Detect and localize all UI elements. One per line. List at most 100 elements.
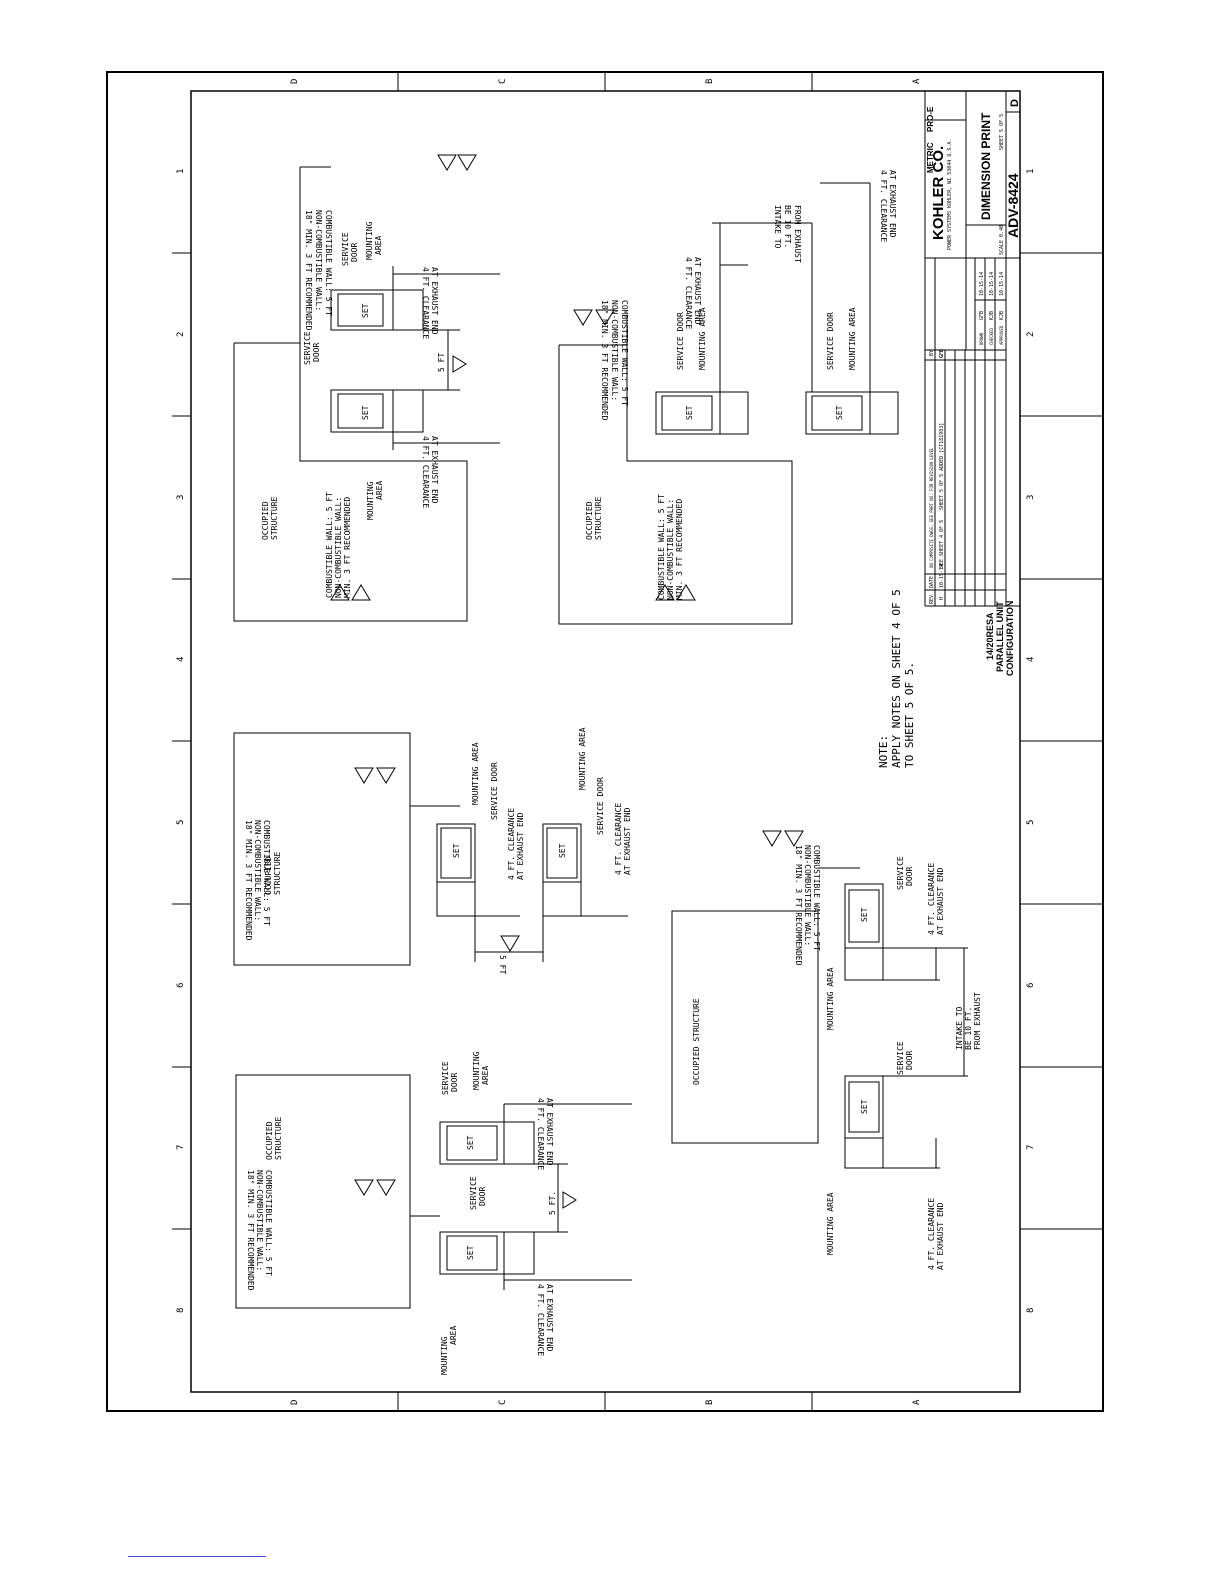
set-label: SET [685, 405, 694, 420]
wall-note: COMBUSTIBLE WALL: 5 FT [262, 820, 271, 926]
intake-note: BE 10 FT. [783, 205, 792, 248]
intake-note: FROM EXHAUST [793, 205, 802, 263]
set-label: SET [361, 405, 370, 420]
clearance-note: AT EXHAUST END [693, 257, 702, 325]
service-door-label: SERVICE DOOR [676, 312, 685, 370]
generator-set [330, 289, 424, 331]
approval-cell: 10-15-14 [979, 272, 985, 296]
wall-note: NON-COMBUSTIBLE WALL: [610, 300, 619, 401]
rev-cell: GFB [939, 349, 945, 358]
diagram-b [558, 182, 899, 625]
area-label: AREA [449, 1326, 458, 1345]
occupied-structure-label: OCCUPIED STRUCTURE [692, 998, 701, 1085]
rev-header: ON COMPOSITE DWGS. SEE PART NO. FOR REVI… [929, 447, 934, 568]
company-logo: KOHLER CO. [930, 146, 947, 240]
diagram-a [233, 166, 500, 622]
set-label: SET [860, 907, 869, 922]
set-label: SET [466, 1135, 475, 1150]
wall-note: NON-COMBUSTIBLE WALL: [314, 210, 323, 311]
revision-triangles [330, 154, 804, 1209]
zone-number-right: 8 [1026, 1308, 1036, 1313]
drawing-title: DIMENSION PRINT [979, 112, 993, 220]
area-label: AREA [481, 1066, 490, 1085]
clearance-note: 4 FT. CLEARANCE [927, 1198, 936, 1270]
approval-cell: KJB [999, 311, 1005, 320]
description-line: 14/20RESA [985, 612, 995, 660]
zone-letter-top: B [705, 79, 715, 84]
note-line: TO SHEET 5 OF 5. [903, 662, 916, 768]
mounting-area-label: MOUNTING AREA [578, 727, 587, 790]
rev-header: REV [929, 595, 935, 604]
approval-cell: DRAWN [979, 332, 984, 345]
mounting-label: MOUNTING [366, 481, 375, 520]
mounting-area-label: MOUNTING AREA [698, 307, 707, 370]
service-label: SERVICE [469, 1176, 478, 1210]
occupied-label: OCCUPIED [585, 501, 594, 540]
door-label: DOOR [905, 1051, 914, 1070]
note-line: APPLY NOTES ON SHEET 4 OF 5 [890, 589, 903, 768]
generator-set [655, 391, 749, 435]
occupied-structure-outline [235, 1074, 411, 1309]
door-label: DOOR [478, 1187, 487, 1206]
clearance-note: 4 FT. CLEARANCE [927, 863, 936, 935]
clearance-note: 4 FT. CLEARANCE [421, 436, 430, 508]
door-label: DOOR [905, 867, 914, 886]
dimension-5ft: 5 FT [498, 955, 507, 974]
zone-number-right: 6 [1026, 983, 1036, 988]
sheet-size: D [1009, 99, 1021, 107]
wall-note: MIN. 3 FT RECOMMENDED [343, 497, 352, 598]
zone-letter-bottom: D [290, 1400, 300, 1405]
diagram-d [235, 1074, 632, 1309]
wall-note: NON-COMBUSTIBLE WALL: [255, 1170, 264, 1271]
wall-note: NON-COMBUSTIBLE WALL: [803, 845, 812, 946]
mounting-area-label: MOUNTING AREA [826, 967, 835, 1030]
service-label: SERVICE [441, 1061, 450, 1095]
mounting-label: MOUNTING [365, 221, 374, 260]
zone-letter-top: D [290, 79, 300, 84]
zone-letter-top: A [912, 78, 922, 84]
rev-cell: SHEET 5 OF 5 ADDED [CT181983] [939, 423, 945, 510]
clearance-note: 4 FT. CLEARANCE [536, 1098, 545, 1170]
approval-cell: CHECKED [989, 328, 994, 345]
rev-cell: SEE SHEET 4 OF 5 [939, 520, 945, 568]
door-label: DOOR [450, 1073, 459, 1092]
intake-note: INTAKE TO [773, 205, 782, 249]
occupied-structure-outline [233, 732, 411, 966]
mounting-label: MOUNTING [472, 1051, 481, 1090]
service-label: SERVICE [341, 232, 350, 266]
drawing-number: ADV-8424 [1005, 173, 1021, 238]
scale-label: SCALE 0.40 [999, 225, 1005, 255]
zone-number-left: 5 [176, 820, 186, 825]
clearance-note: AT EXHAUST END [516, 812, 525, 880]
clearance-note: AT EXHAUST END [545, 1098, 554, 1166]
title-block [924, 91, 1020, 607]
mounting-area-label: MOUNTING AREA [848, 307, 857, 370]
footer-link-underline[interactable] [128, 1556, 266, 1557]
zone-number-left: 7 [176, 1145, 186, 1150]
zone-number-left: 2 [176, 332, 186, 337]
intake-note: FROM EXHAUST [973, 992, 982, 1050]
sheet-number: SHEET 5 OF 5 [999, 114, 1005, 150]
diagram-c [233, 732, 628, 966]
intake-note: INTAKE TO [955, 1006, 964, 1050]
rev-cell: GFB [939, 349, 945, 358]
occupied-label: OCCUPIED [265, 1121, 274, 1160]
rev-cell: H [939, 597, 945, 600]
note-line: NOTE: [877, 735, 890, 768]
area-label: AREA [375, 481, 384, 500]
zone-number-left: 4 [176, 657, 186, 662]
zone-letter-top: C [498, 79, 508, 84]
generator-set [439, 1121, 535, 1165]
metric-label: METRIC [926, 142, 935, 173]
clearance-note: AT EXHAUST END [430, 436, 439, 504]
door-label: DOOR [312, 343, 321, 362]
wall-note: 18" MIN. 3 FT RECOMMENDED [794, 845, 803, 966]
wall-note: 18" MIN. 3 FT RECOMMENDED [246, 1170, 255, 1291]
wall-note: COMBUSTIBLE WALL: 5 FT [264, 1170, 273, 1276]
wall-note: COMBUSTIBLE WALL: 5 FT [620, 300, 629, 406]
structure-label: STRUCTURE [594, 496, 603, 540]
diagram-e [671, 867, 968, 1169]
structure-label: STRUCTURE [274, 1116, 283, 1160]
wall-note: NON-COMBUSTIBLE WALL: [253, 820, 262, 921]
clearance-note: 4 FT. CLEARANCE [879, 170, 888, 242]
